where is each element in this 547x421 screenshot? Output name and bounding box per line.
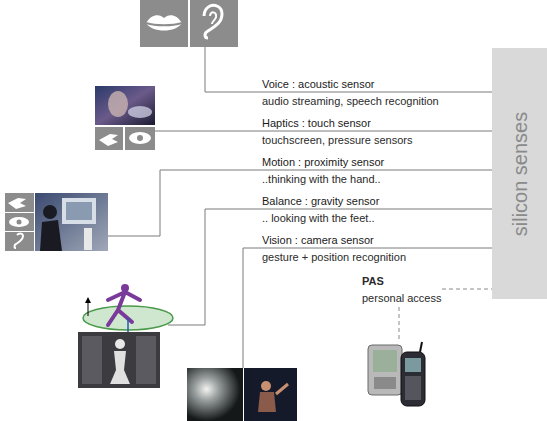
haptics-photo [95,86,155,150]
sense-title: Haptics : touch sensor [262,117,371,129]
sense-title: Balance : gravity sensor [262,195,379,207]
voice-icons [140,0,238,47]
sense-detail: touchscreen, pressure sensors [262,134,412,146]
motion-photo [5,193,108,251]
sense-title: Motion : proximity sensor [262,156,384,168]
sense-title: Voice : acoustic sensor [262,78,375,90]
pas-title: PAS [362,275,384,287]
sense-detail: audio streaming, speech recognition [262,95,439,107]
sense-detail: .. looking with the feet.. [262,212,375,224]
phones [368,342,425,406]
bar-title: silicon senses [509,111,531,236]
vision-photos [187,368,297,421]
sense-title: Vision : camera sensor [262,234,374,246]
sense-detail: gesture + position recognition [262,251,406,263]
pas-detail: personal access [362,292,442,304]
balance-figure [78,284,173,388]
silicon-senses-bar: silicon senses [492,48,547,299]
sense-detail: ..thinking with the hand.. [262,173,381,185]
